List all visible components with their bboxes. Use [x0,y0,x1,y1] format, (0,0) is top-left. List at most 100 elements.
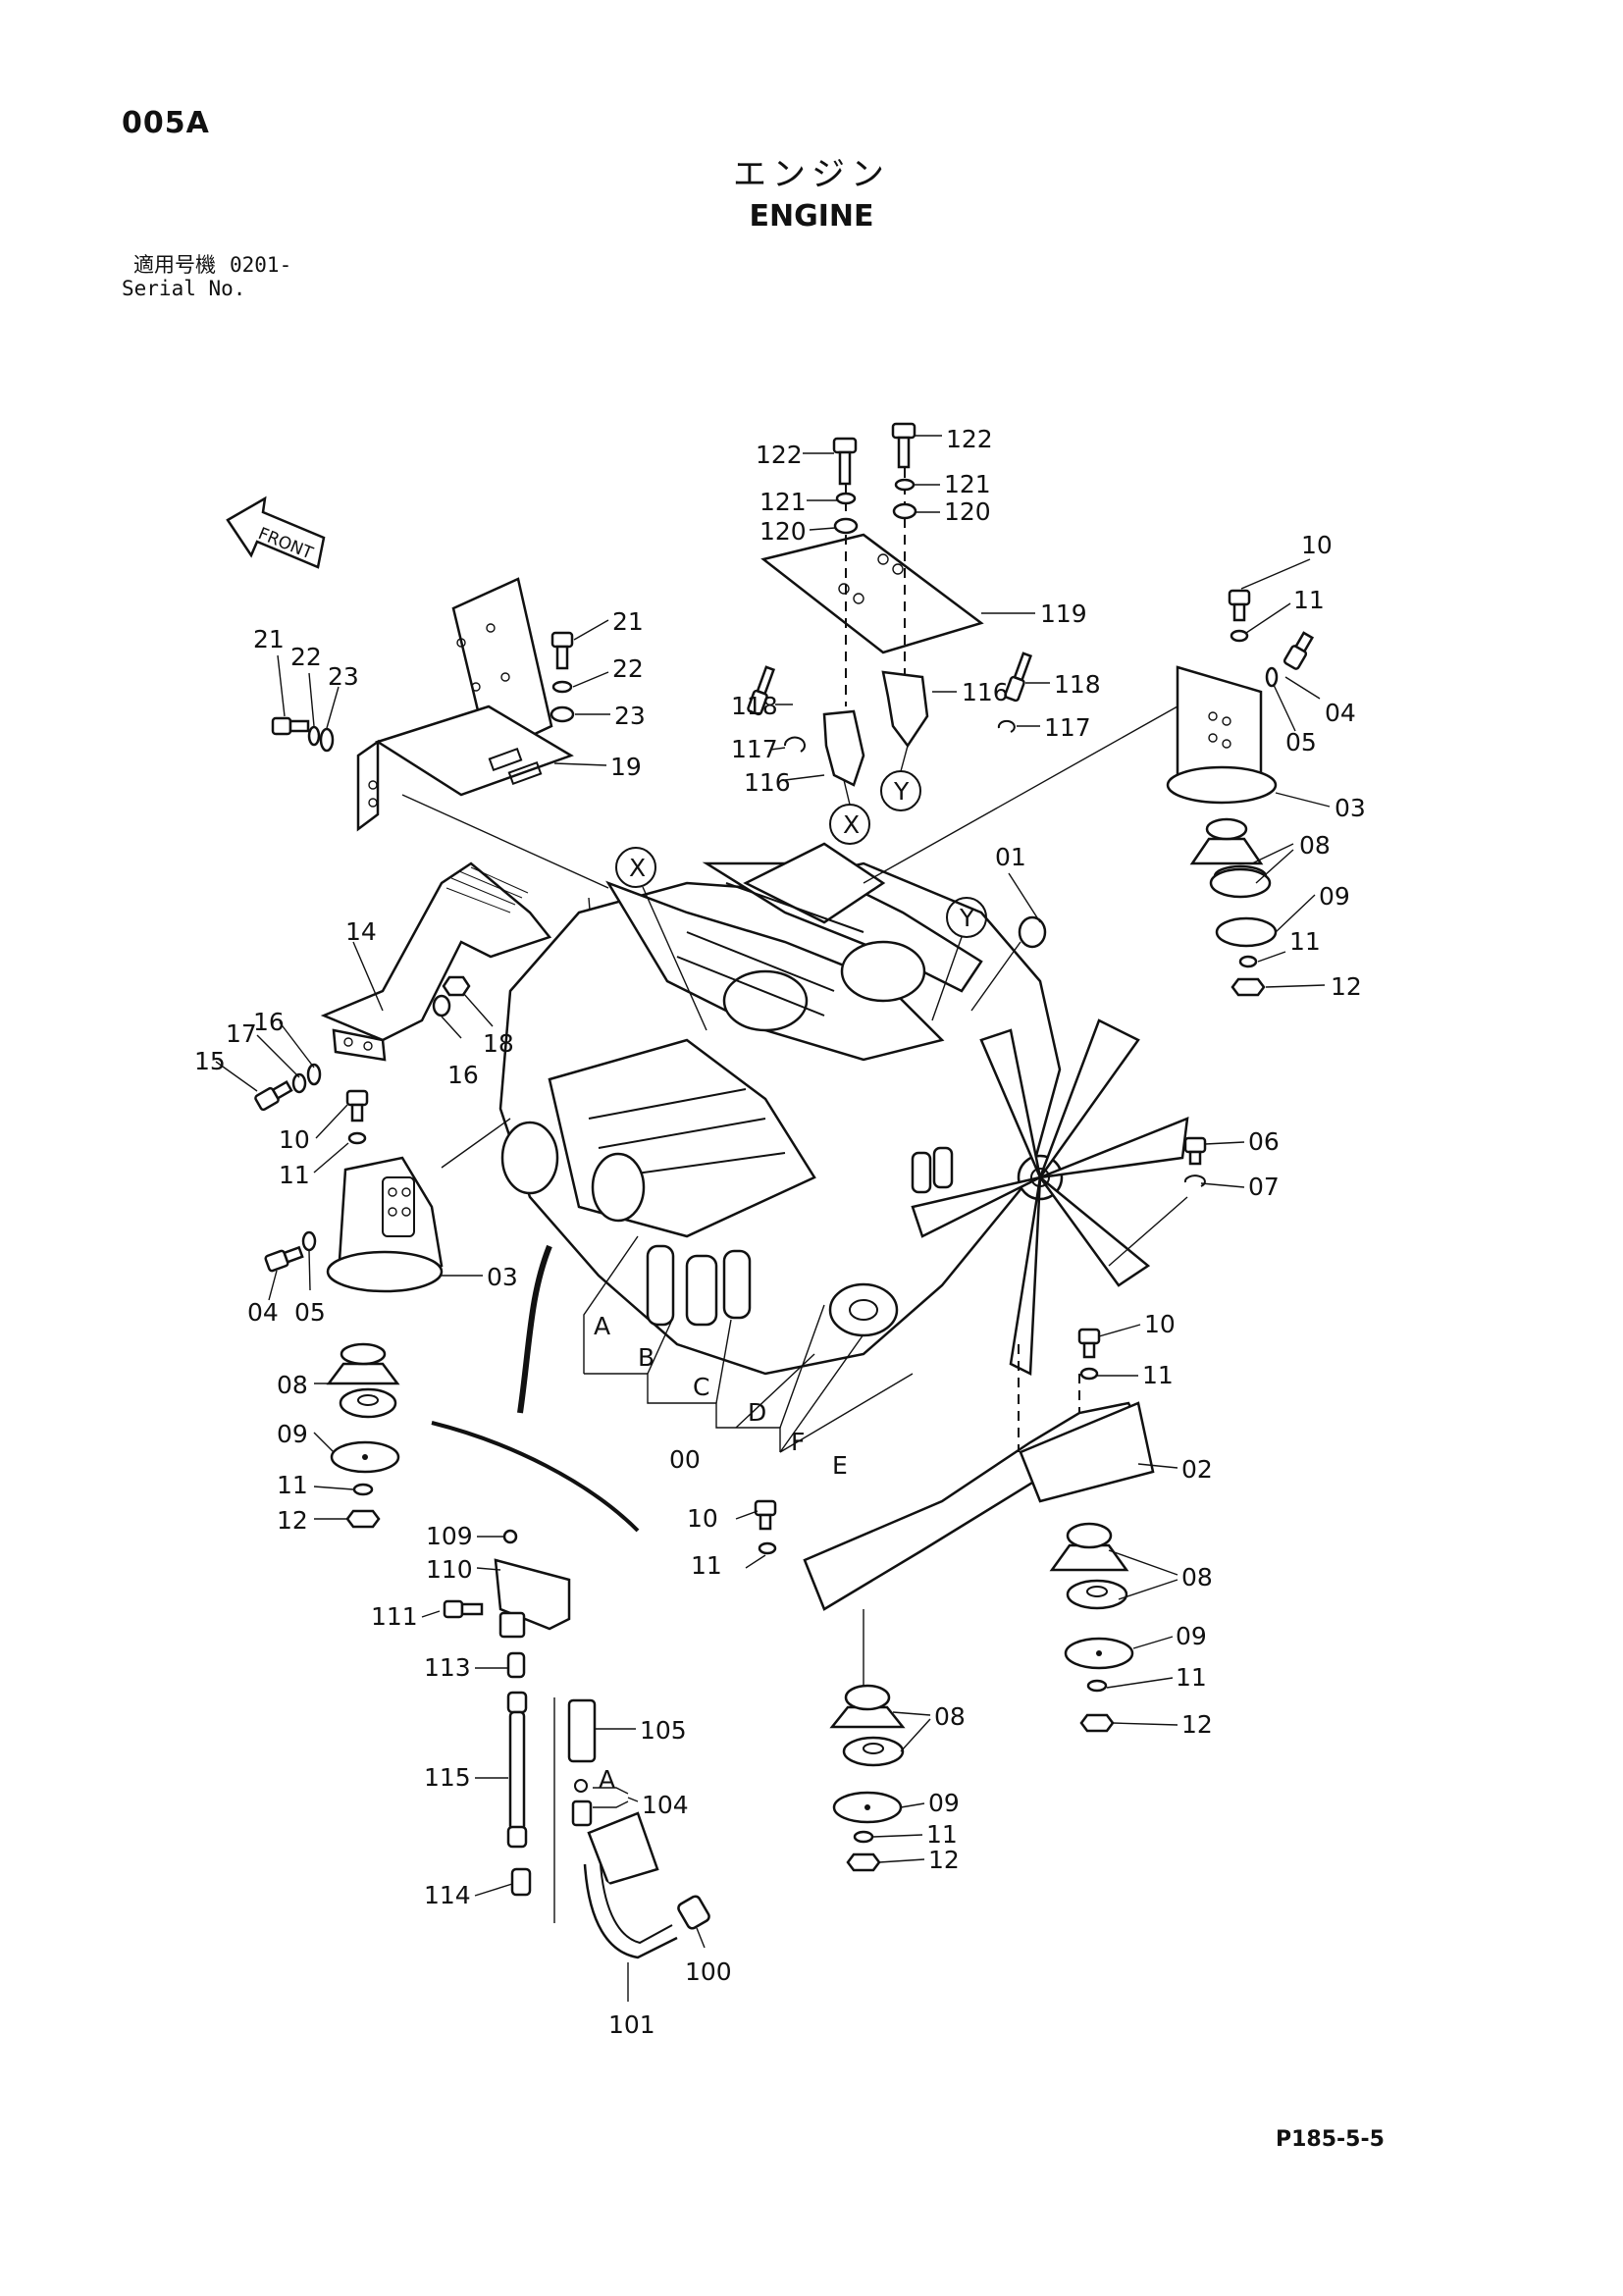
callout-00: 00 [669,1445,701,1474]
callout-16-right: 16 [447,1061,479,1089]
callout-engine-e: E [832,1451,848,1480]
adapter-105 [567,1698,597,1763]
callout-105: 105 [640,1716,687,1745]
callout-104-a: A [599,1765,615,1794]
callout-10-top-right: 10 [1301,531,1333,559]
starter-motor [500,1121,559,1195]
callout-18: 18 [483,1029,514,1058]
callout-11-right-low: 11 [1142,1361,1174,1389]
front-arrow: FRONT [226,496,326,569]
callout-16-left: 16 [253,1008,285,1036]
callout-11-right-bottom: 11 [1176,1663,1207,1692]
callout-120-left: 120 [759,517,807,546]
bracket-110 [494,1558,571,1631]
callout-22-right: 22 [612,654,644,683]
callout-03-right: 03 [1335,794,1366,822]
callout-engine-d: D [748,1398,766,1427]
callout-110: 110 [426,1555,473,1584]
callout-11-right-mid: 11 [1289,927,1321,956]
callout-01: 01 [995,843,1026,871]
marker-x-engine [615,847,656,888]
callout-17: 17 [226,1019,257,1048]
callout-11-left-low: 11 [277,1471,308,1499]
callout-122-left: 122 [756,441,803,469]
page-code: 005A [122,106,210,140]
callout-121-right: 121 [944,470,991,498]
footer-page-ref: P185-5-5 [1276,2127,1385,2152]
callout-15: 15 [194,1047,226,1075]
callout-119: 119 [1040,600,1087,628]
callout-104: 104 [642,1791,689,1819]
callout-12-right-low: 12 [1181,1710,1213,1739]
title-japanese: エンジン [733,155,890,194]
cap-01 [1018,915,1047,949]
callout-22-left: 22 [290,643,322,671]
callout-11-center-low: 11 [926,1820,958,1849]
cooling-fan [911,1018,1189,1376]
bracket-116-right [881,670,929,749]
callout-121-left: 121 [759,488,807,516]
callout-116-right: 116 [962,678,1009,706]
callout-117-right: 117 [1044,713,1091,742]
cover-plate-assembly [747,422,1033,845]
serial-label-ja: 適用号機 [133,253,216,277]
leader-lines [215,435,1331,2002]
hose-115 [508,1710,526,1832]
callout-11-top-right: 11 [1293,586,1325,614]
callout-118-left: 118 [731,692,778,720]
callout-engine-b: B [638,1343,654,1372]
callout-11-left: 11 [279,1161,310,1189]
callout-12-left: 12 [277,1506,308,1535]
callout-115: 115 [424,1763,471,1792]
callout-14: 14 [345,917,377,946]
callout-08-center-low: 08 [934,1702,966,1731]
bracket-116-left [822,709,865,787]
callout-10-left: 10 [279,1125,310,1154]
callout-116-left: 116 [744,768,791,797]
callout-114: 114 [424,1881,471,1909]
callout-08-right-low: 08 [1181,1563,1213,1592]
engine-assembly [498,705,1189,1376]
left-mount-assembly [254,861,552,1529]
marker-x-bracket-label: X [843,810,860,839]
callout-07: 07 [1248,1173,1280,1201]
callout-09-center-low: 09 [928,1789,960,1817]
bracket-19-base [375,704,574,797]
callout-118-right: 118 [1054,670,1101,699]
marker-y-engine-label: Y [959,904,975,932]
hose-fitting-assembly [443,1529,710,1959]
serial-label-en: Serial No. [122,277,246,300]
turbocharger-right [840,940,926,1003]
marker-y-bracket-label: Y [893,777,910,806]
turbocharger-left [722,969,809,1032]
bracket-plate-vertical [451,577,553,757]
callout-02: 02 [1181,1455,1213,1484]
callout-21-left: 21 [253,625,285,653]
callout-100: 100 [685,1957,732,1986]
callout-117-left: 117 [731,735,778,763]
callout-labels: 122 122 121 121 120 120 119 118 118 117 … [194,425,1366,2039]
engine-subitem-leaders [583,1235,914,1453]
bolt-122-right [891,422,916,469]
callout-10-right-mid: 10 [1144,1310,1176,1338]
title-english: ENGINE [749,199,874,234]
filter-c [685,1254,718,1327]
rear-right-bracket-assembly [1166,589,1315,997]
marker-x-engine-label: X [629,854,646,882]
callout-12-center-low: 12 [928,1846,960,1874]
callout-09-right-low: 09 [1176,1622,1207,1650]
callout-113: 113 [424,1653,471,1682]
callout-05-left: 05 [294,1298,326,1327]
pulley-e [828,1282,899,1337]
callout-engine-c: C [693,1373,709,1401]
callout-04-left: 04 [247,1298,279,1327]
callout-19: 19 [610,753,642,781]
rear-frame-assembly [754,1136,1207,1872]
callout-03-left: 03 [487,1263,518,1291]
callout-09-top-right: 09 [1319,882,1350,911]
callout-08-top-right: 08 [1299,831,1331,860]
callout-23-left: 23 [328,662,359,691]
callout-12-top-right: 12 [1331,972,1362,1001]
